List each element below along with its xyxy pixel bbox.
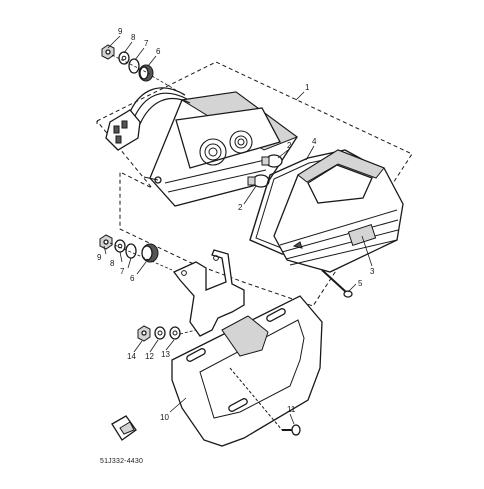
bulb-lower [247,174,270,188]
plate-clip [111,415,137,441]
callout-9-lower: 9 [97,253,102,262]
callout-1: 1 [305,83,310,92]
callout-6-upper: 6 [156,47,161,56]
callout-labels: 9 8 7 6 1 2 2 4 3 5 9 8 7 6 14 12 13 10 … [97,27,375,422]
callout-8-upper: 8 [131,33,136,42]
lower-grommet-6 [141,243,159,263]
callout-3: 3 [370,267,375,276]
upper-nut-9 [101,44,115,60]
lower-nut-9 [99,234,113,250]
callout-13: 13 [161,350,170,359]
upper-washer-8 [118,51,130,65]
assembly-dashed-outline [96,61,413,307]
upper-grommet-6 [138,64,154,82]
callout-12: 12 [145,352,154,361]
alignment-guides [109,54,197,335]
callout-6-lower: 6 [130,274,135,283]
callout-7-lower: 7 [120,267,125,276]
connector-coupler [105,109,141,151]
lens-screw [321,269,353,298]
callout-8-lower: 8 [110,259,115,268]
callout-9-upper: 9 [118,27,123,36]
plate-bolt-11 [229,367,301,436]
washer-12 [154,326,166,340]
upper-collar-7 [128,58,140,74]
tail-lens [273,149,404,273]
mounting-bracket [172,249,245,337]
washer-13 [169,326,181,340]
lower-collar-7 [125,243,137,259]
nut-14 [137,325,151,342]
callout-7-upper: 7 [144,39,149,48]
callout-4: 4 [312,137,317,146]
callout-2-upper: 2 [287,141,292,150]
callout-14: 14 [127,352,136,361]
lamp-housing [143,91,299,207]
license-plate-holder [171,295,323,447]
leader-lines [103,35,373,425]
callout-10: 10 [160,413,169,422]
callout-11: 11 [287,405,296,414]
callout-5: 5 [358,279,363,288]
part-code: 51J332-4430 [100,458,143,465]
callout-2-lower: 2 [238,203,243,212]
